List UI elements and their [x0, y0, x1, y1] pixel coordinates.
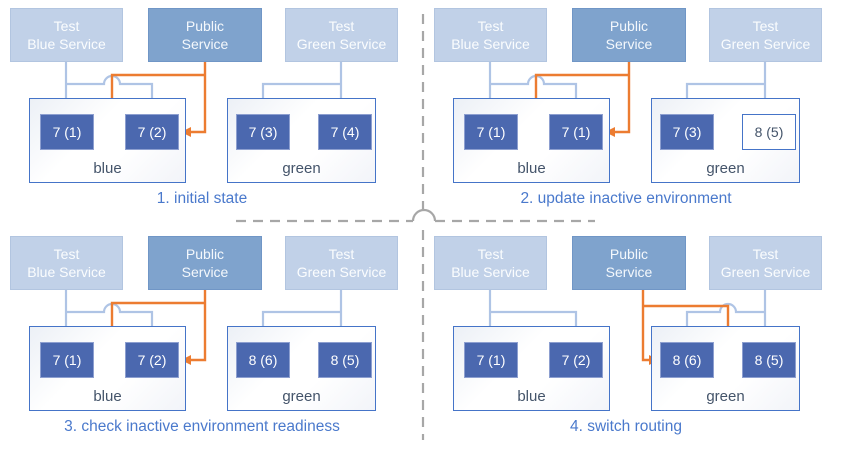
environment-label: green	[706, 160, 745, 177]
environment-label: blue	[93, 160, 122, 177]
service-label: Test Blue Service	[27, 245, 106, 280]
test-green-service-box: Test Green Service	[709, 236, 822, 290]
environment-label: green	[282, 388, 321, 405]
service-label: Public Service	[181, 17, 229, 52]
environment-label: green	[282, 160, 321, 177]
panel-initial-state: Test Blue Service Public Service Test Gr…	[0, 0, 424, 228]
test-blue-service-box: Test Blue Service	[10, 236, 123, 290]
pod-blue-2: 7 (2)	[549, 342, 603, 378]
service-label: Public Service	[605, 17, 653, 52]
environment-label: blue	[93, 388, 122, 405]
pod-green-2: 8 (5)	[742, 114, 796, 150]
test-green-service-box: Test Green Service	[285, 8, 398, 62]
environment-label: blue	[517, 388, 546, 405]
service-label: Test Green Service	[720, 245, 811, 280]
service-label: Test Blue Service	[451, 17, 530, 52]
public-service-box: Public Service	[148, 236, 262, 290]
step-caption: 3. check inactive environment readiness	[64, 418, 340, 435]
test-green-service-box: Test Green Service	[285, 236, 398, 290]
pod-green-1: 8 (6)	[660, 342, 714, 378]
service-label: Public Service	[605, 245, 653, 280]
pod-blue-2: 7 (2)	[125, 114, 179, 150]
pod-green-2: 8 (5)	[742, 342, 796, 378]
pod-green-2: 8 (5)	[318, 342, 372, 378]
test-blue-service-box: Test Blue Service	[434, 8, 547, 62]
service-label: Public Service	[181, 245, 229, 280]
public-service-box: Public Service	[572, 236, 686, 290]
panel-update-inactive-environment: Test Blue Service Public Service Test Gr…	[424, 0, 848, 228]
test-green-service-box: Test Green Service	[709, 8, 822, 62]
service-label: Test Green Service	[720, 17, 811, 52]
service-label: Test Blue Service	[451, 245, 530, 280]
pod-blue-1: 7 (1)	[464, 342, 518, 378]
step-caption: 2. update inactive environment	[520, 190, 732, 207]
pod-blue-1: 7 (1)	[40, 342, 94, 378]
service-label: Test Blue Service	[27, 17, 106, 52]
panel-switch-routing: Test Blue Service Public Service Test Gr…	[424, 228, 848, 456]
pod-blue-1: 7 (1)	[40, 114, 94, 150]
step-caption: 4. switch routing	[570, 418, 682, 435]
test-blue-service-box: Test Blue Service	[434, 236, 547, 290]
environment-label: blue	[517, 160, 546, 177]
pod-green-1: 7 (3)	[660, 114, 714, 150]
service-label: Test Green Service	[296, 17, 387, 52]
service-label: Test Green Service	[296, 245, 387, 280]
pod-blue-1: 7 (1)	[464, 114, 518, 150]
environment-label: green	[706, 388, 745, 405]
public-service-box: Public Service	[148, 8, 262, 62]
pod-blue-2: 7 (1)	[549, 114, 603, 150]
pod-green-2: 7 (4)	[318, 114, 372, 150]
pod-green-1: 8 (6)	[236, 342, 290, 378]
test-blue-service-box: Test Blue Service	[10, 8, 123, 62]
pod-green-1: 7 (3)	[236, 114, 290, 150]
pod-blue-2: 7 (2)	[125, 342, 179, 378]
panel-check-inactive-environment-readiness: Test Blue Service Public Service Test Gr…	[0, 228, 424, 456]
public-service-box: Public Service	[572, 8, 686, 62]
step-caption: 1. initial state	[156, 190, 248, 207]
